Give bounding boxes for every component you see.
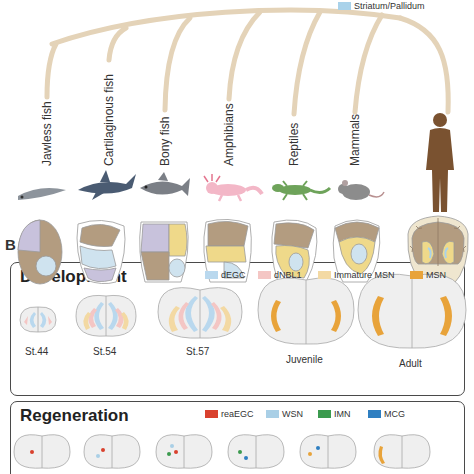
legend-swatch: [266, 410, 279, 418]
legend-swatch: [318, 271, 331, 279]
taxon-label: Reptiles: [287, 123, 301, 166]
taxon-label: Bony fish: [158, 117, 172, 166]
taxon-label: Cartilaginous fish: [102, 74, 116, 166]
taxon-label: Mammals: [348, 114, 362, 166]
stage-label: St.54: [93, 346, 116, 357]
legend-swatch: [205, 271, 218, 279]
legend-item: WSN: [266, 409, 303, 419]
taxon-label: Jawless fish: [40, 101, 54, 166]
legend-item: Immature MSN: [318, 270, 395, 280]
shark-drawing: [78, 170, 136, 200]
legend-text: MSN: [426, 270, 446, 280]
legend-text: Striatum/Pallidum: [354, 1, 425, 11]
legend-text: dNBL1: [274, 270, 302, 280]
panel-letter: B: [5, 236, 16, 253]
legend-swatch: [205, 410, 218, 418]
panel-title: Development: [20, 267, 127, 287]
lamprey-drawing: [18, 188, 66, 200]
stage-label: Adult: [399, 358, 422, 369]
legend-swatch: [338, 2, 351, 10]
legend-item: dNBL1: [258, 270, 302, 280]
panel-title: Regeneration: [20, 406, 129, 426]
legend-item: MSN: [410, 270, 446, 280]
taxon-label: Amphibians: [222, 103, 236, 166]
lizard-drawing: [272, 181, 330, 200]
bony-fish-drawing: [140, 172, 190, 196]
legend-swatch: [318, 410, 331, 418]
legend-swatch: [258, 271, 271, 279]
legend-swatch: [368, 410, 381, 418]
stage-label: Juvenile: [286, 354, 323, 365]
panel-box: Development: [10, 262, 465, 396]
legend-item: Striatum/Pallidum: [338, 1, 425, 11]
legend-item: MCG: [368, 409, 405, 419]
stage-label: St.57: [186, 346, 209, 357]
axolotl-drawing: [204, 174, 262, 201]
stage-label: St.44: [25, 346, 48, 357]
legend-text: IMN: [334, 409, 351, 419]
legend-text: dEGC: [221, 270, 246, 280]
legend-text: MCG: [384, 409, 405, 419]
mouse-drawing: [338, 180, 384, 200]
legend-text: Immature MSN: [334, 270, 395, 280]
human-drawing: [426, 113, 454, 212]
legend-item: reaEGC: [205, 409, 254, 419]
legend-text: WSN: [282, 409, 303, 419]
legend-swatch: [410, 271, 423, 279]
legend-item: dEGC: [205, 270, 246, 280]
legend-item: IMN: [318, 409, 351, 419]
legend-text: reaEGC: [221, 409, 254, 419]
